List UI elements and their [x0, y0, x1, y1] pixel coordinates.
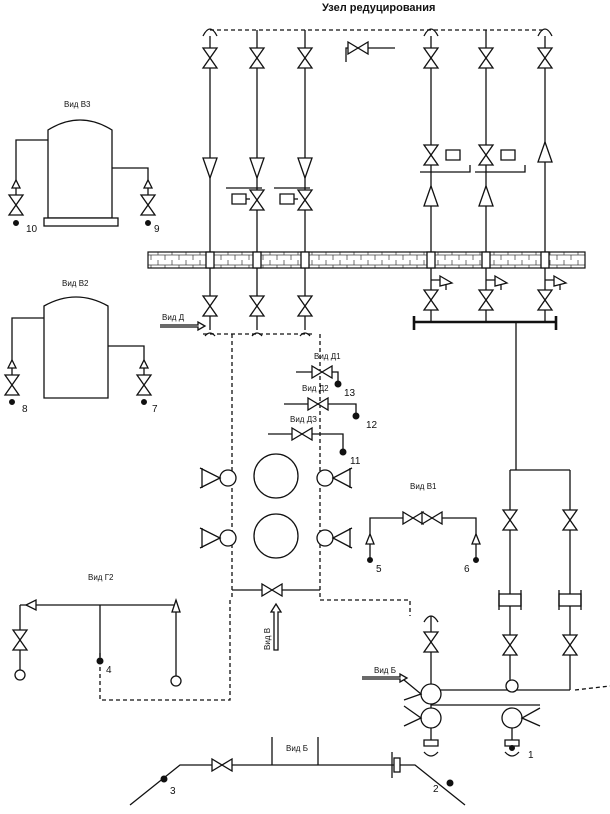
svg-text:3: 3: [170, 786, 176, 797]
top-caps: [202, 28, 553, 37]
riser-valves: [502, 509, 578, 656]
svg-text:Вид В: Вид В: [263, 628, 272, 650]
svg-text:13: 13: [344, 388, 356, 399]
svg-text:Вид ДЗ: Вид ДЗ: [290, 415, 317, 424]
svg-text:5: 5: [376, 564, 382, 575]
pump-lower: [199, 513, 353, 559]
svg-text:Вид Д2: Вид Д2: [302, 384, 329, 393]
control-valves-right: [420, 144, 526, 207]
svg-text:Вид Д1: Вид Д1: [314, 352, 341, 361]
svg-text:11: 11: [350, 456, 361, 467]
svg-text:12: 12: [366, 420, 378, 431]
svg-text:Вид Б: Вид Б: [374, 666, 396, 675]
top-valves: [202, 47, 553, 69]
view-v3-tank: Вид В3 10 9: [8, 100, 160, 235]
svg-text:Вид Б: Вид Б: [286, 744, 308, 753]
right-risers: [430, 30, 546, 318]
relief-valves: [431, 274, 568, 290]
pump-upper: [199, 453, 353, 499]
wall-sleeves: [205, 251, 550, 269]
view-b: Вид Б 3 2: [129, 737, 466, 806]
left-risers: [209, 30, 306, 330]
svg-text:Вид В2: Вид В2: [62, 279, 89, 288]
lower-pumps: 1: [403, 679, 541, 761]
view-v1: Вид В1 5 6: [365, 482, 481, 575]
svg-text:4: 4: [106, 665, 112, 676]
view-d1: Вид Д1 13: [296, 352, 356, 399]
view-v2-tank: Вид В2 8 7: [4, 279, 158, 415]
diagram-title: Узел редуцирования: [322, 2, 435, 14]
check-valves-upper: [202, 140, 553, 180]
svg-text:10: 10: [26, 224, 38, 235]
lower-valves: [202, 289, 553, 317]
svg-text:Вид В3: Вид В3: [64, 100, 91, 109]
top-small-valve: [345, 41, 395, 62]
view-g2: Вид Г2 4: [12, 573, 182, 687]
view-d-arrow: Вид Д: [160, 313, 207, 332]
svg-text:1: 1: [528, 750, 534, 761]
view-b-arrow: Вид Б: [362, 666, 409, 684]
svg-text:Вид В1: Вид В1: [410, 482, 437, 491]
svg-text:Вид Д: Вид Д: [162, 313, 185, 322]
view-d3: Вид ДЗ 11: [268, 415, 361, 467]
svg-text:7: 7: [152, 404, 158, 415]
svg-text:2: 2: [433, 784, 439, 795]
view-d2: Вид Д2 12: [284, 384, 378, 431]
pump-bypass: [232, 583, 320, 597]
svg-text:6: 6: [464, 564, 470, 575]
svg-text:8: 8: [22, 404, 28, 415]
control-valves-left: [226, 187, 313, 211]
flow-meters: [498, 590, 582, 610]
svg-text:9: 9: [154, 224, 160, 235]
view-v-arrow: Вид В: [263, 602, 283, 651]
svg-text:Вид Г2: Вид Г2: [88, 573, 114, 582]
